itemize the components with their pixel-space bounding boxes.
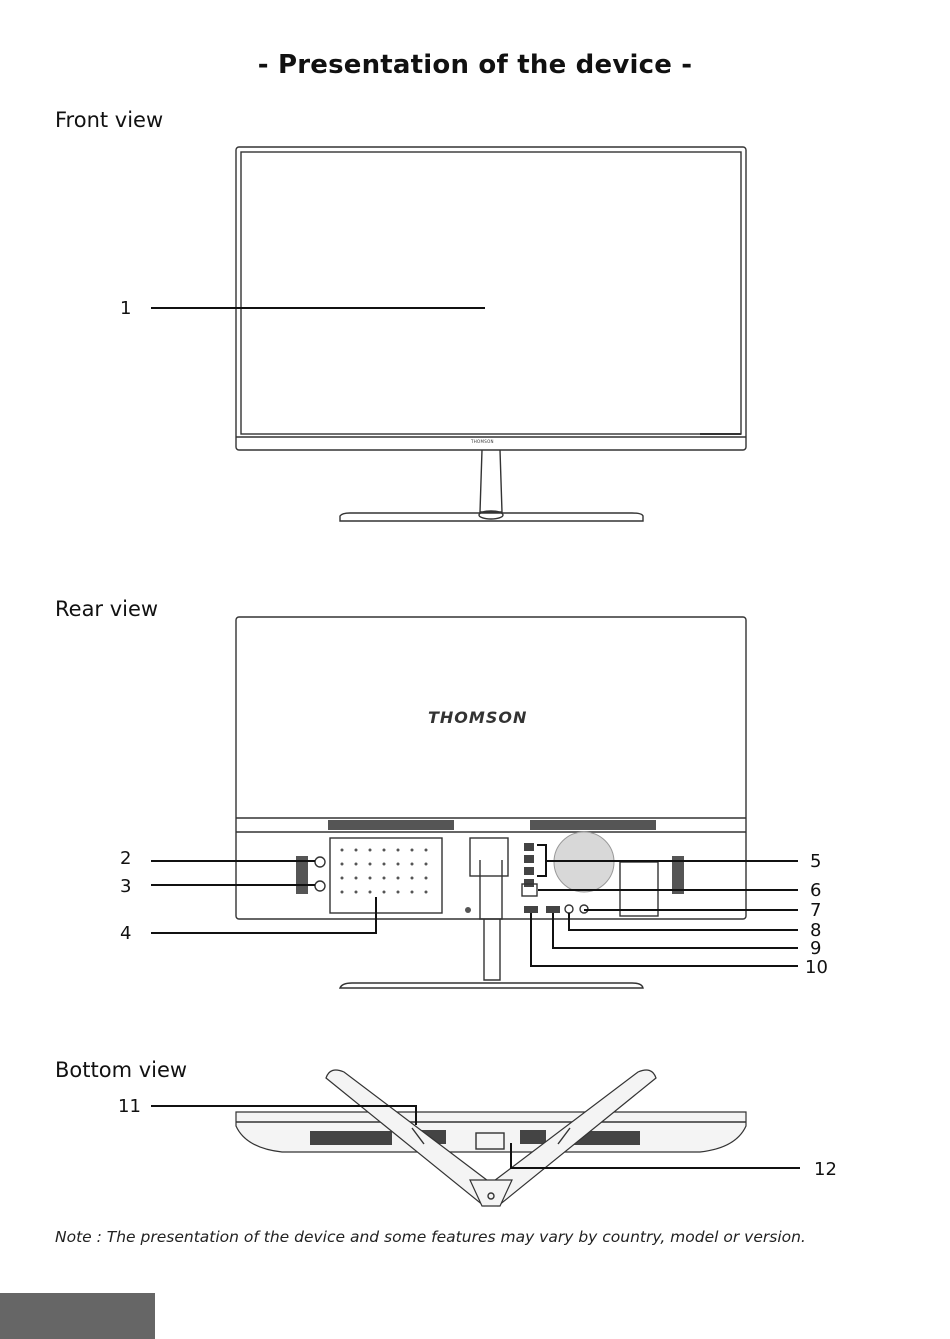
bottom-view-heading: Bottom view: [55, 1058, 187, 1082]
callout-number-5: 5: [810, 853, 821, 871]
callout-number-4: 4: [120, 925, 131, 943]
callout-number-7: 7: [810, 902, 821, 920]
bottom-view-illustration: [236, 1070, 746, 1206]
callout-number-3: 3: [120, 878, 131, 896]
callout-line-8: [569, 913, 798, 930]
footnote: Note : The presentation of the device an…: [55, 1228, 806, 1246]
callout-number-10: 10: [805, 959, 828, 977]
callout-number-2: 2: [120, 850, 131, 868]
callout-number-1: 1: [120, 300, 131, 318]
callout-number-9: 9: [810, 940, 821, 958]
callout-line-4: [151, 897, 376, 933]
rear-brand-logo: THOMSON: [428, 708, 527, 727]
callout-number-11: 11: [118, 1098, 141, 1116]
callout-number-12: 12: [814, 1161, 837, 1179]
callout-bracket-5: [537, 845, 546, 876]
callout-line-10: [531, 913, 798, 966]
callout-number-6: 6: [810, 882, 821, 900]
rear-view-heading: Rear view: [55, 597, 158, 621]
footer-bar: [0, 1293, 155, 1339]
front-monitor-illustration: [236, 147, 746, 521]
front-brand-logo: THOMSON: [471, 439, 494, 444]
